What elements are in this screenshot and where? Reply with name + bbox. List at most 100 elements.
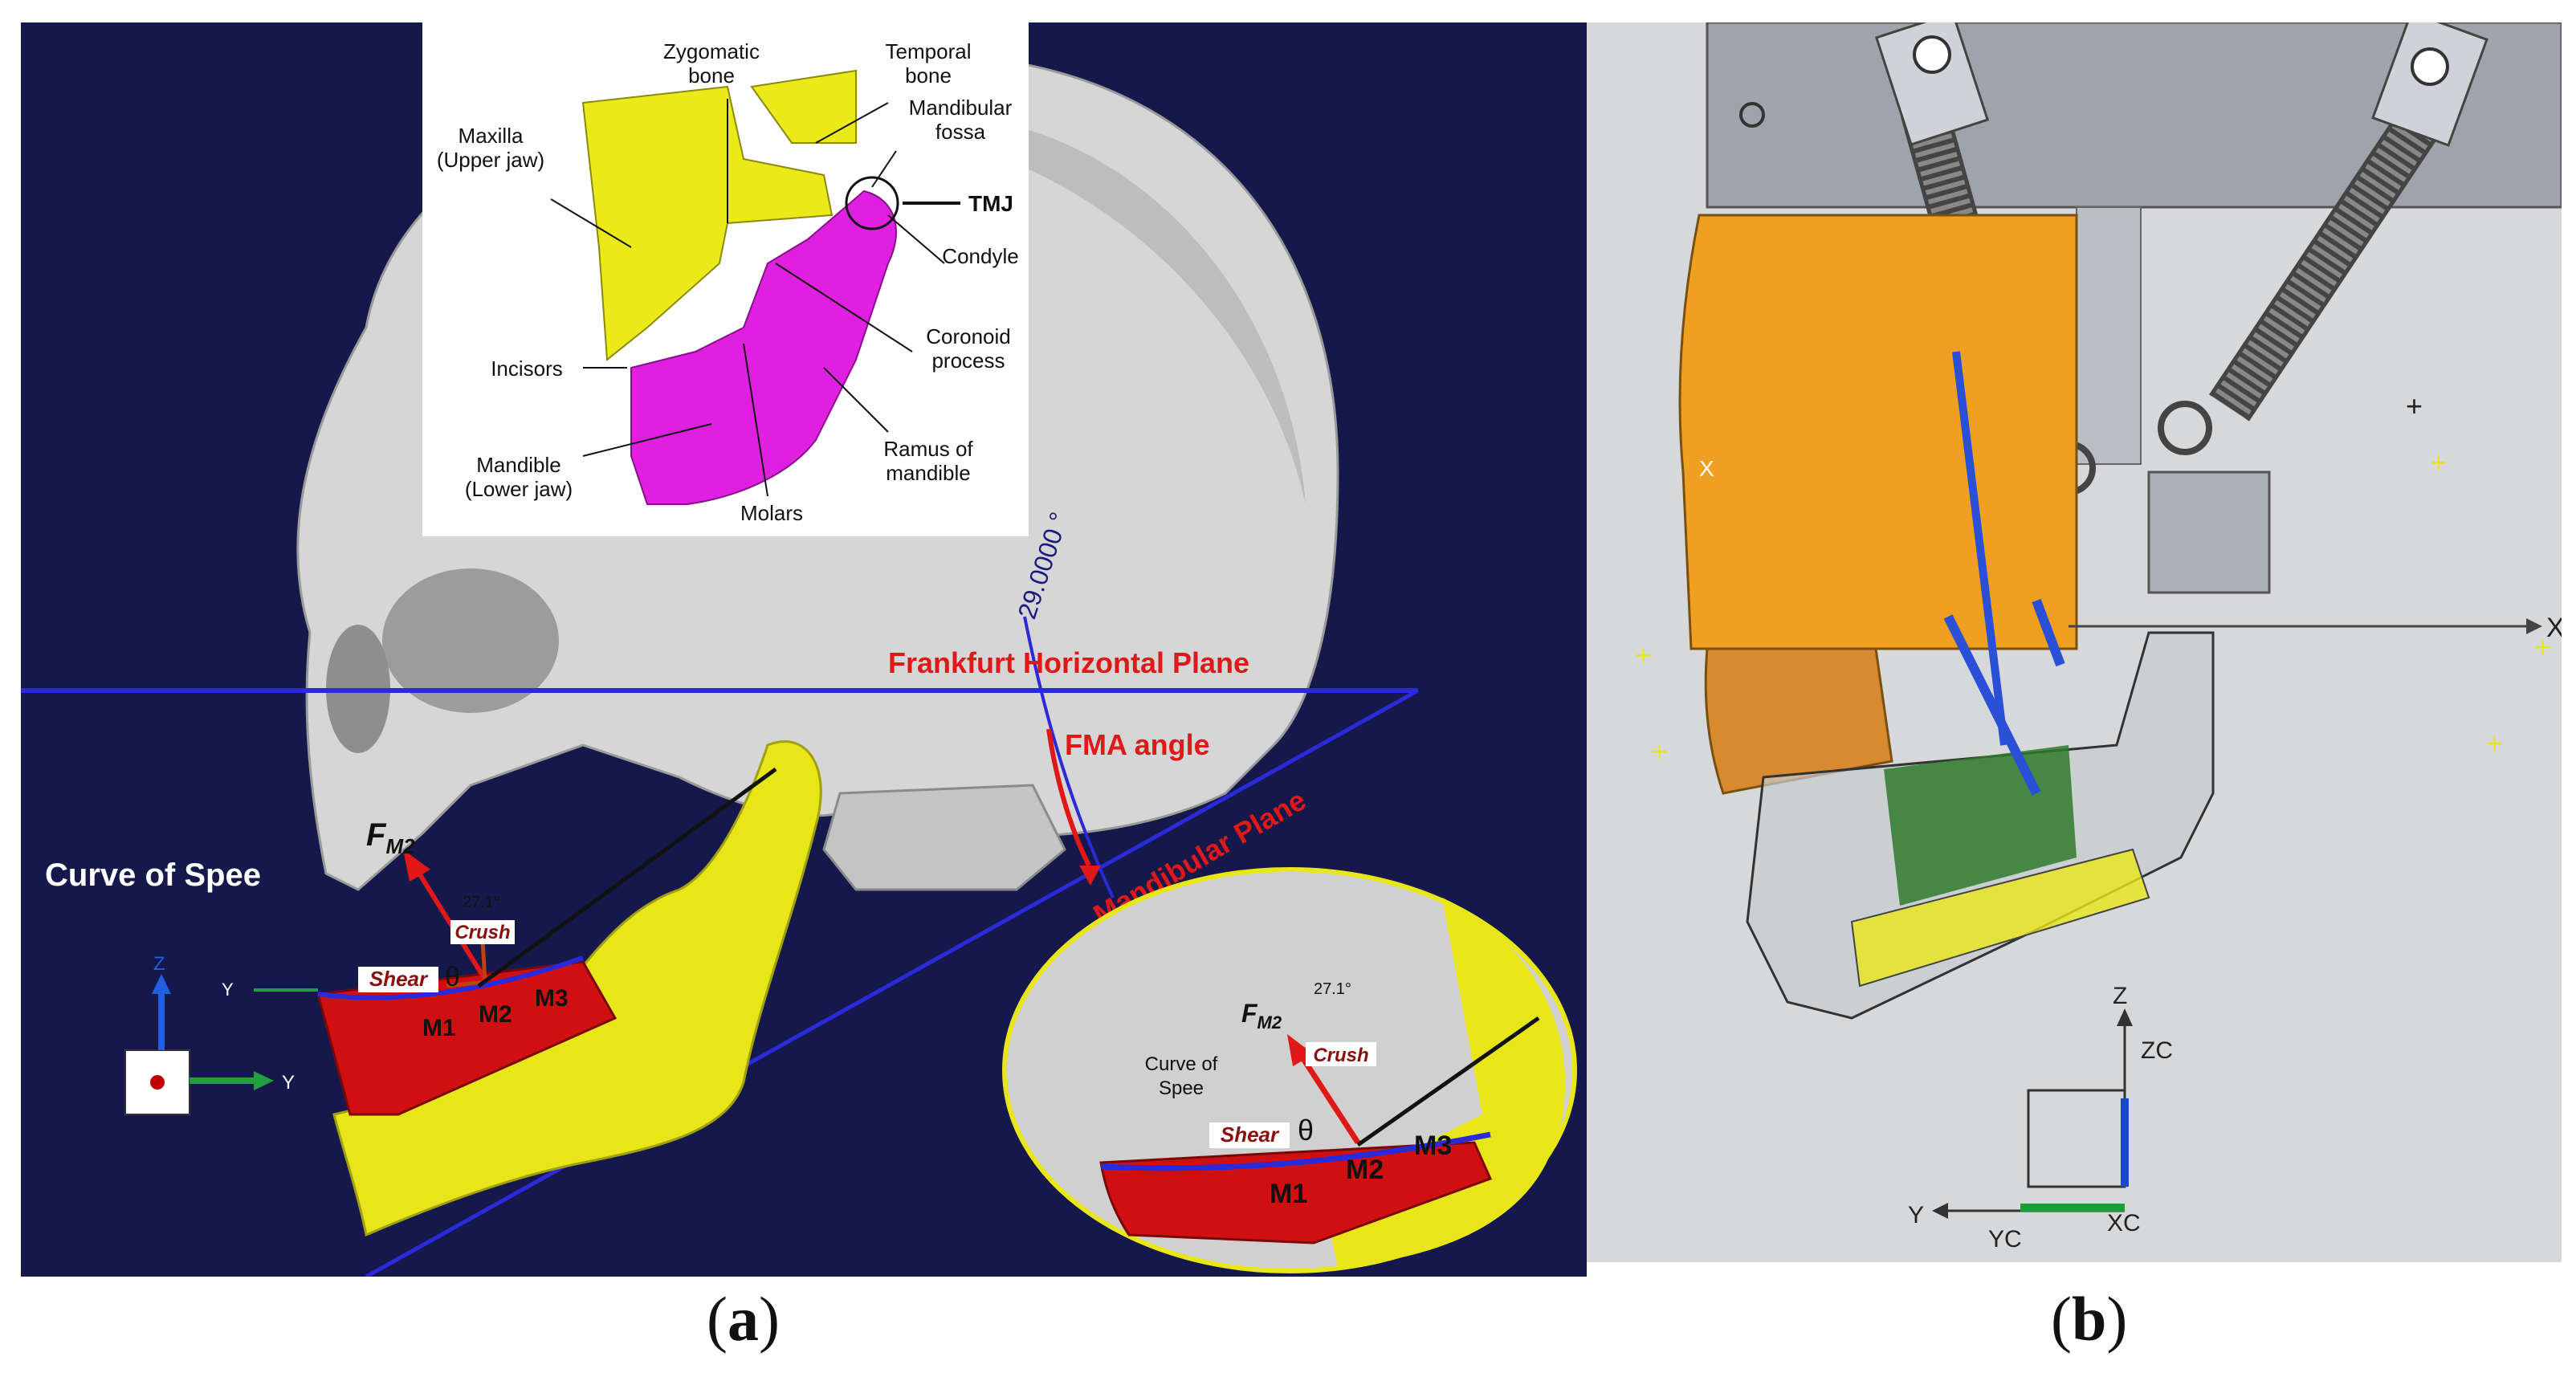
- spring-right: [2209, 81, 2458, 422]
- inset-tmj-circle: [845, 176, 899, 230]
- shear-arrow: [446, 980, 486, 988]
- axis-y-head: [254, 1071, 274, 1090]
- label-temporal-2: bone: [905, 63, 952, 88]
- caption-a-letter: a: [727, 1284, 759, 1354]
- caption-b: (b): [2051, 1283, 2127, 1355]
- force-arrowhead: [403, 849, 430, 882]
- zoom-crush-label: Crush: [1313, 1045, 1368, 1066]
- panel-a-skull-figure: Zygomatic bone Temporal bone Mandibular …: [21, 22, 1587, 1277]
- label-coronoid: Coronoid: [926, 324, 1011, 348]
- label-zygomatic: Zygomatic: [663, 39, 760, 63]
- blue-rod-1: [1952, 351, 2008, 746]
- zoom-force-head: [1287, 1034, 1314, 1066]
- axis-z-head: [152, 974, 171, 994]
- csys-y-label: Y: [1908, 1202, 1924, 1228]
- shear-label: Shear: [369, 967, 429, 991]
- leader-coronoid: [775, 263, 913, 352]
- blue-rod-3: [2032, 598, 2065, 667]
- label-coronoid-2: process: [931, 348, 1005, 373]
- csys-xc-label: XC: [2107, 1210, 2141, 1236]
- label-temporal: Temporal: [886, 39, 972, 63]
- m2-label: M2: [479, 1001, 512, 1028]
- x-axis-label: X: [2546, 613, 2562, 643]
- force-label-main: F: [366, 817, 387, 853]
- blue-rod-2: [1943, 614, 2041, 796]
- bracket-left-bolt: [1913, 35, 1951, 74]
- zoom-curve-label-1: Curve of: [1145, 1053, 1218, 1075]
- zoom-force-label: FM2: [1241, 999, 1282, 1033]
- fma-label: FMA angle: [1065, 728, 1210, 761]
- orange-upper-head: [1678, 214, 2078, 650]
- label-ramus: Ramus of: [883, 437, 973, 461]
- zoom-m3-label: M3: [1414, 1130, 1452, 1161]
- csys-z-label: Z: [2113, 983, 2127, 1009]
- leader-ramus: [823, 367, 889, 433]
- plus-marker: +: [2534, 630, 2551, 663]
- caption-a-close: ): [758, 1284, 780, 1354]
- label-incisors: Incisors: [491, 356, 563, 381]
- x-axis-head: [2526, 618, 2542, 634]
- orbit: [382, 568, 559, 713]
- caption-a-open: (: [707, 1284, 728, 1354]
- plus-marker: +: [2486, 727, 2503, 760]
- axis-y-left-label: Y: [222, 980, 234, 1000]
- plus-marker: +: [1651, 735, 1668, 768]
- side-block: [2076, 206, 2142, 465]
- crush-label: Crush: [454, 922, 510, 943]
- label-fossa-2: fossa: [935, 120, 986, 144]
- leader-molars: [743, 343, 768, 497]
- m1-label: M1: [422, 1015, 456, 1041]
- csys-yc-label: YC: [1988, 1226, 2022, 1253]
- label-fossa: Mandibular: [909, 96, 1013, 120]
- joint-block: [2147, 471, 2271, 594]
- orange-teeth: [1704, 647, 1893, 795]
- caption-b-letter: b: [2071, 1284, 2107, 1354]
- zoom-crush-bg: [1306, 1042, 1376, 1066]
- angle-small-label: 27.1°: [463, 894, 500, 911]
- theta-label: θ: [445, 962, 460, 992]
- caption-b-close: ): [2106, 1284, 2128, 1354]
- caption-b-open: (: [2051, 1284, 2072, 1354]
- leader-fossa: [871, 150, 897, 188]
- curve-of-spee-line: [317, 955, 584, 1000]
- label-mandible-2: (Lower jaw): [465, 477, 573, 501]
- mandible-yellow-block: [1850, 848, 2150, 988]
- crush-tag-bg: [450, 920, 515, 944]
- bracket-left: [1874, 22, 1990, 146]
- label-tmj: TMJ: [968, 191, 1013, 216]
- frame-bolt: [1739, 102, 1765, 128]
- zoom-curve-label-2: Spee: [1159, 1078, 1204, 1099]
- zoom-m2-label: M2: [1346, 1155, 1384, 1185]
- label-ramus-2: mandible: [886, 461, 971, 485]
- csys-y-head: [1932, 1203, 1948, 1219]
- force-label: FM2: [366, 817, 415, 858]
- fma-angle-arc: [1023, 616, 1115, 898]
- csys-z-head: [2117, 1008, 2133, 1026]
- ramus-axis-line: [477, 767, 777, 988]
- leader-temporal: [815, 102, 889, 144]
- leader-maxilla: [550, 198, 632, 248]
- zoom-shear-bg: [1209, 1122, 1290, 1148]
- inset-temporal: [750, 69, 857, 144]
- label-maxilla: Maxilla: [459, 124, 524, 148]
- axis-origin-dot: [150, 1075, 165, 1090]
- teeth-red-band: [316, 960, 618, 1116]
- shear-tag-bg: [358, 967, 438, 992]
- zoom-force-sub: M2: [1257, 1012, 1282, 1033]
- csys-zc-label: ZC: [2141, 1037, 2173, 1064]
- label-molars: Molars: [740, 501, 803, 525]
- zoom-force-main: F: [1241, 999, 1258, 1028]
- spring-hook-right: [2158, 401, 2212, 455]
- axis-y-label: Y: [282, 1072, 295, 1094]
- panel-b-robot-figure: X X Z ZC Y YC XC + + + + + +: [1587, 22, 2562, 1262]
- label-zygomatic-2: bone: [688, 63, 735, 88]
- csys-box: [2027, 1089, 2126, 1188]
- label-mandible: Mandible: [476, 453, 561, 477]
- fma-arrowhead: [1079, 866, 1101, 886]
- zoom-shear-label: Shear: [1221, 1122, 1280, 1147]
- zoom-curve-line: [1100, 1131, 1491, 1171]
- force-label-sub: M2: [385, 834, 415, 858]
- plus-marker: +: [1635, 638, 1652, 671]
- bracket-right-bolt: [2411, 47, 2449, 86]
- zoom-theta-label: θ: [1298, 1114, 1314, 1147]
